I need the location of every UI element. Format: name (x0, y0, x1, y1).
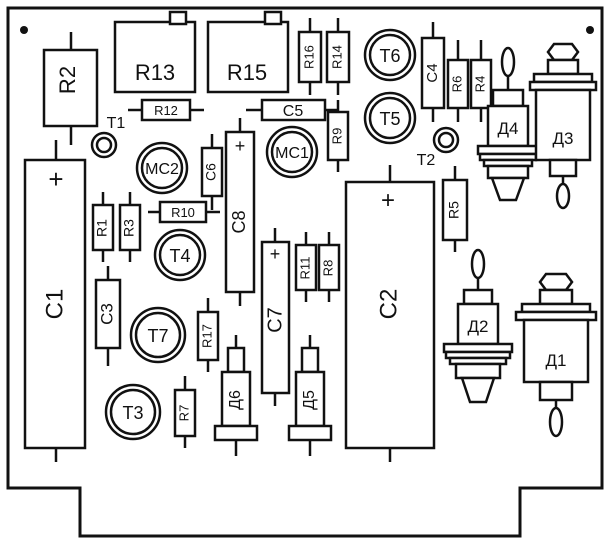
resistor-r7: R7 (173, 376, 197, 448)
svg-text:R12: R12 (154, 103, 178, 118)
svg-text:MC1: MC1 (275, 145, 309, 162)
resistor-r10: R10 (148, 200, 220, 224)
svg-text:Д3: Д3 (553, 129, 574, 148)
svg-text:MC2: MC2 (145, 161, 179, 178)
svg-text:R3: R3 (121, 219, 137, 237)
svg-text:T6: T6 (379, 46, 400, 66)
capacitor-c1: + C1 (23, 140, 87, 462)
svg-text:R7: R7 (176, 405, 191, 422)
svg-text:R1: R1 (94, 219, 110, 237)
diode-d2: Д2 (442, 248, 514, 404)
svg-text:R15: R15 (227, 60, 267, 85)
diode-d5: Д5 (287, 335, 333, 456)
diode-d6: Д6 (213, 335, 259, 456)
diode-d4: Д4 (476, 46, 540, 202)
svg-text:Д5: Д5 (301, 390, 318, 410)
svg-text:R11: R11 (297, 257, 312, 280)
resistor-r16: R16 (297, 18, 323, 95)
svg-text:R2: R2 (55, 66, 80, 94)
svg-text:T1: T1 (107, 115, 126, 132)
svg-text:C3: C3 (97, 303, 116, 325)
svg-text:R8: R8 (320, 260, 335, 277)
chip-mc1: MC1 (265, 125, 319, 179)
svg-text:+: + (381, 187, 395, 214)
svg-text:Д2: Д2 (468, 317, 489, 336)
resistor-r5: R5 (441, 166, 469, 252)
resistor-r14: R14 (325, 18, 351, 95)
capacitor-c2: + C2 (344, 165, 436, 462)
svg-text:T2: T2 (417, 152, 436, 169)
resistor-r2: R2 (42, 32, 99, 145)
chip-mc2: MC2 (135, 141, 189, 195)
transistor-t4: T4 (153, 228, 207, 282)
svg-text:C1: C1 (41, 289, 68, 320)
diode-d3: Д3 (528, 42, 598, 210)
pad-t2: T2 (417, 126, 460, 169)
resistor-r12: R12 (128, 98, 204, 122)
svg-text:C4: C4 (424, 63, 441, 82)
svg-text:R13: R13 (135, 60, 175, 85)
svg-text:Д4: Д4 (498, 119, 519, 138)
resistor-r6: R6 (446, 40, 470, 122)
svg-text:C6: C6 (203, 163, 219, 181)
svg-text:C5: C5 (283, 103, 304, 120)
svg-text:C8: C8 (229, 210, 249, 233)
svg-text:+: + (270, 244, 281, 264)
resistor-r15: R15 (206, 10, 290, 94)
resistor-r4: R4 (469, 40, 493, 122)
svg-text:T5: T5 (379, 109, 400, 129)
pad-t1: T1 (90, 115, 126, 159)
transistor-t5: T5 (363, 91, 417, 145)
svg-text:R5: R5 (446, 201, 462, 219)
capacitor-c6: C6 (200, 134, 224, 210)
svg-text:R6: R6 (449, 76, 464, 93)
svg-text:C7: C7 (264, 307, 286, 333)
svg-text:T3: T3 (122, 403, 143, 423)
svg-text:R4: R4 (472, 76, 487, 93)
capacitor-c3: C3 (94, 266, 122, 366)
transistor-t3: T3 (104, 383, 162, 441)
resistor-r9: R9 (326, 100, 350, 172)
svg-text:T4: T4 (169, 246, 190, 266)
polarity-plus: + (48, 164, 63, 194)
resistor-r1: R1 (91, 192, 115, 262)
resistor-r13: R13 (113, 10, 197, 94)
capacitor-c7: + C7 (260, 228, 291, 406)
svg-text:+: + (235, 136, 246, 156)
svg-text:R16: R16 (301, 45, 316, 69)
svg-text:R17: R17 (199, 324, 214, 348)
capacitor-c8: + C8 (224, 118, 256, 306)
capacitor-c4: C4 (420, 22, 446, 122)
resistor-r8: R8 (317, 232, 341, 302)
transistor-t6: T6 (363, 28, 417, 82)
transistor-t7: T7 (129, 306, 187, 364)
resistor-r17: R17 (196, 298, 220, 372)
resistor-r3: R3 (118, 192, 142, 262)
svg-text:Д6: Д6 (227, 390, 244, 410)
resistor-r11: R11 (294, 232, 318, 302)
capacitor-c5: C5 (246, 98, 338, 122)
svg-text:C2: C2 (375, 289, 402, 320)
diode-d1: Д1 (514, 272, 598, 438)
svg-text:R9: R9 (329, 128, 344, 145)
svg-text:R14: R14 (329, 45, 344, 69)
svg-text:T7: T7 (147, 326, 168, 346)
svg-text:Д1: Д1 (546, 351, 567, 370)
svg-text:R10: R10 (171, 205, 195, 220)
